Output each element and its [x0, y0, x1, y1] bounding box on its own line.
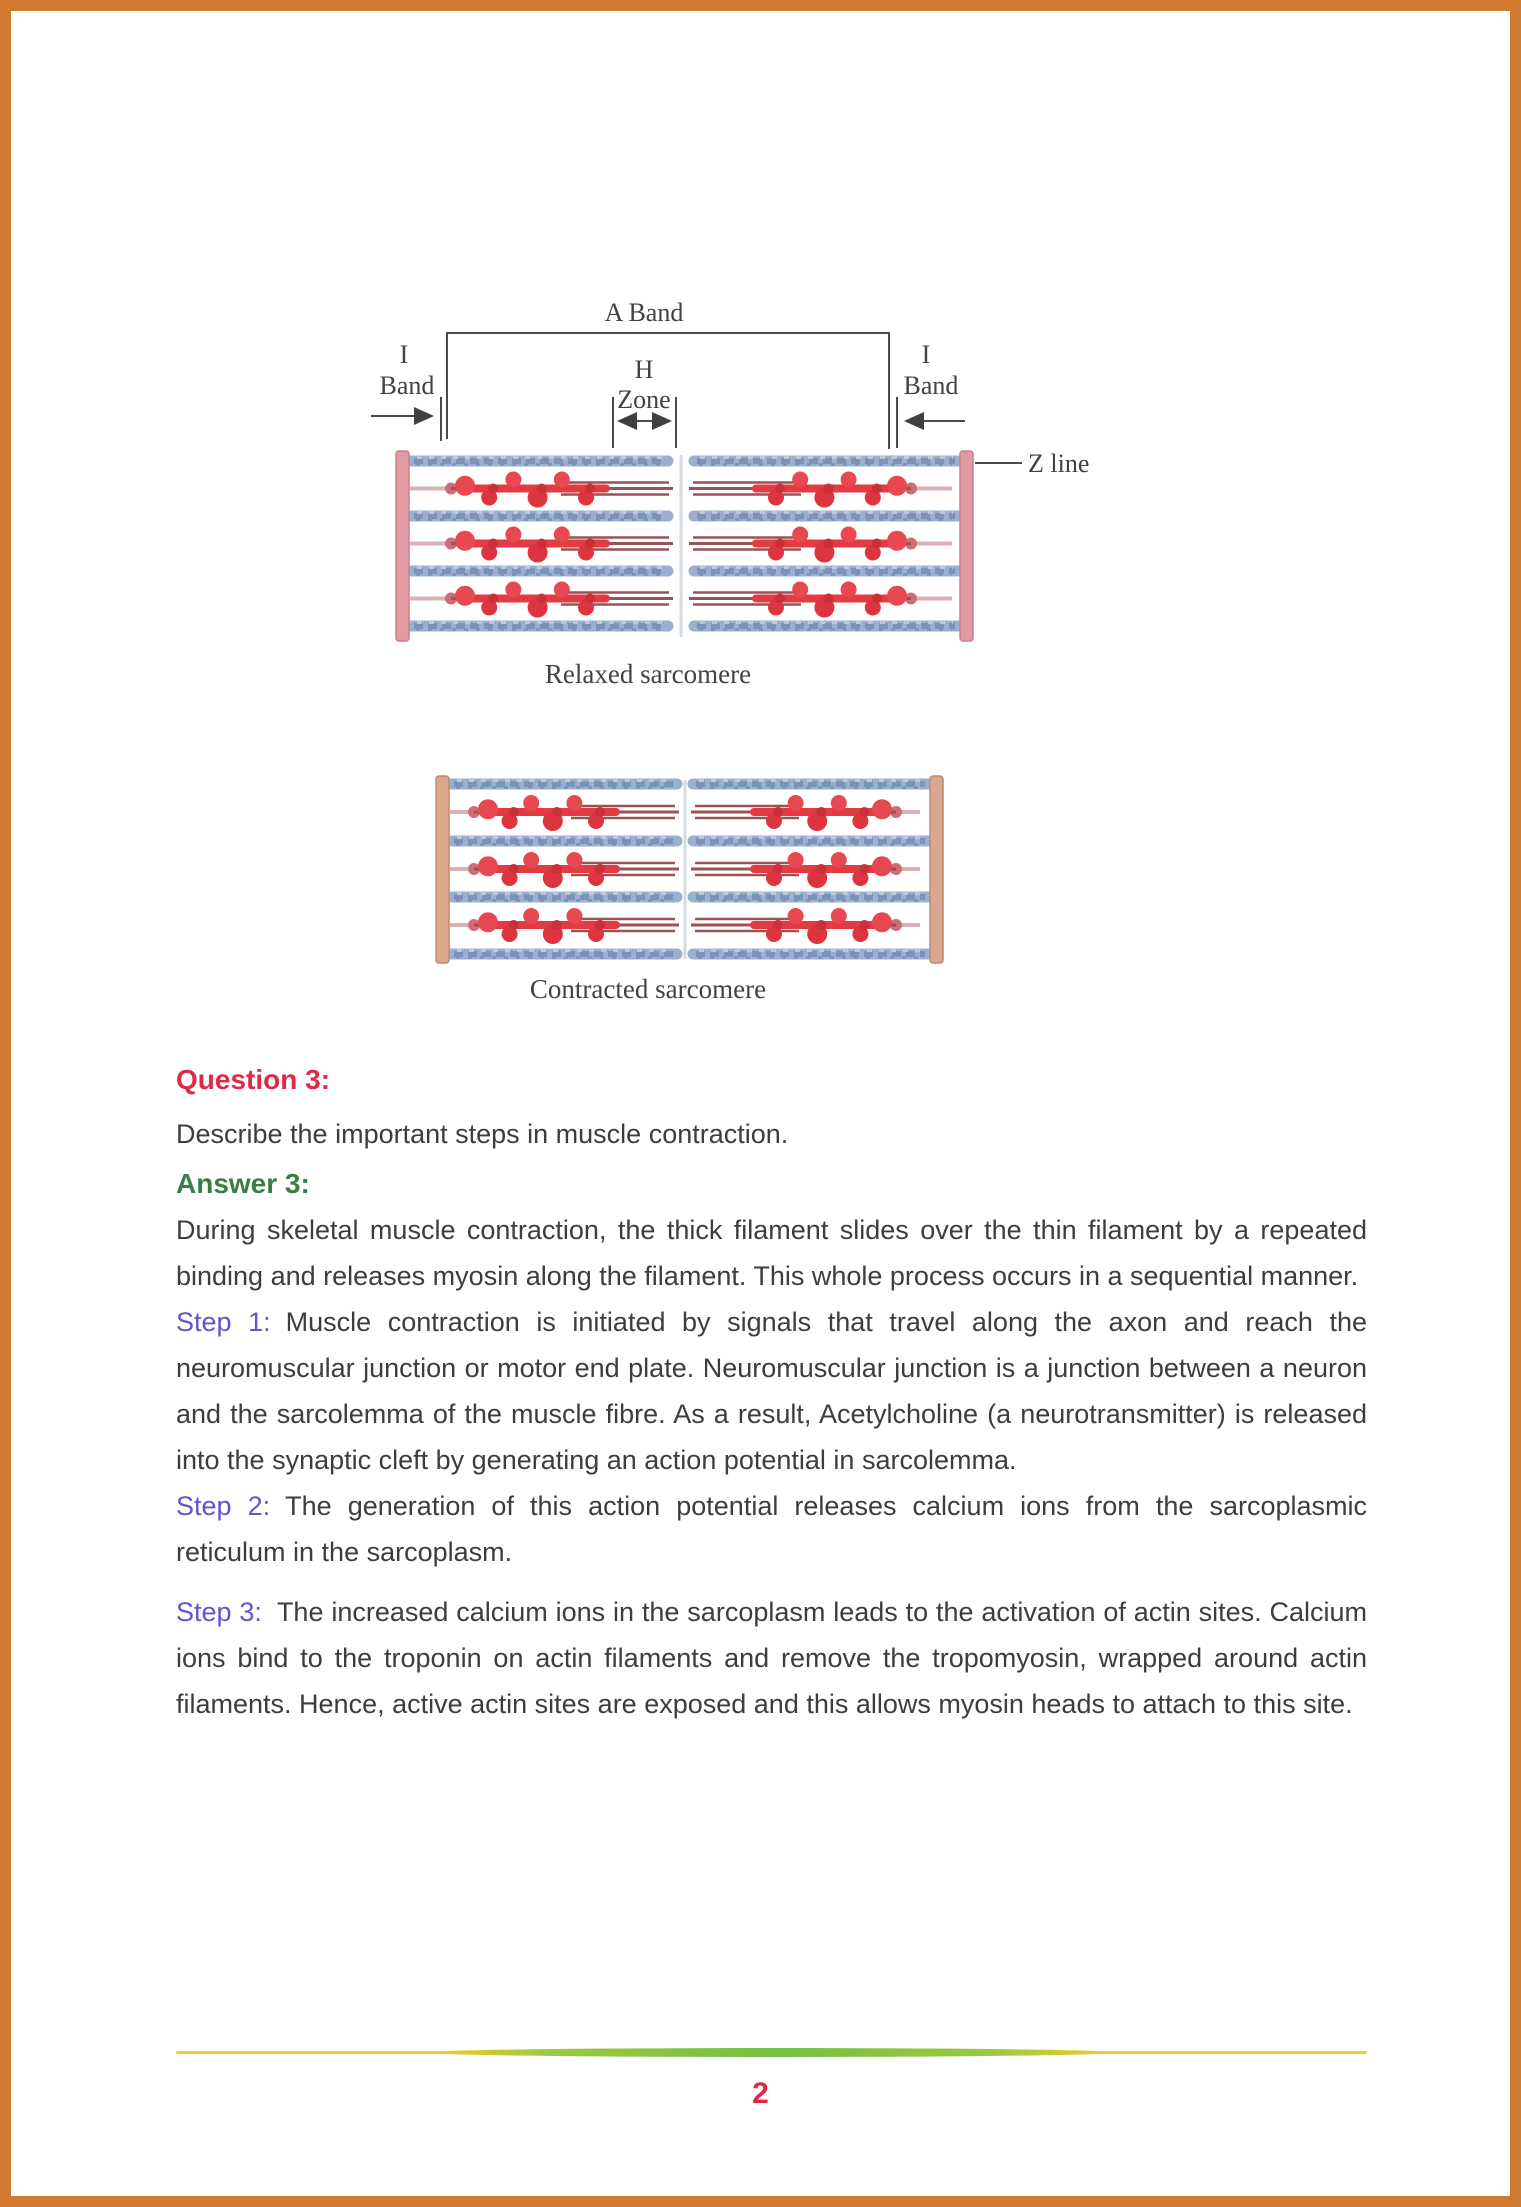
answer-step-1: Step 1:Muscle contraction is initiated b… [176, 1299, 1367, 1483]
z-line-label: Z line [1028, 449, 1089, 478]
i-band-left-label: Band [380, 371, 435, 400]
question-answer-block: Question 3: Describe the important steps… [176, 1063, 1367, 1727]
step-1-text: Muscle contraction is initiated by signa… [176, 1307, 1367, 1475]
step-2-text: The generation of this action potential … [176, 1491, 1367, 1567]
step-1-label: Step 1: [176, 1307, 271, 1337]
i-band-right-label-top: I [922, 340, 931, 369]
divider-green-lens [426, 2048, 1117, 2057]
a-band-label: A Band [605, 298, 684, 327]
question-heading: Question 3: [176, 1064, 331, 1095]
contracted-sarcomere-graphic [435, 775, 944, 964]
h-zone-label: Zone [617, 385, 670, 414]
footer-divider [176, 2048, 1367, 2057]
i-band-left-label-top: I [400, 340, 409, 369]
answer-heading: Answer 3: [176, 1168, 310, 1199]
answer-step-2: Step 2:The generation of this action pot… [176, 1483, 1367, 1575]
step-3-text: The increased calcium ions in the sarcop… [176, 1597, 1368, 1719]
i-band-right-label: Band [904, 371, 959, 400]
page-number: 2 [752, 2077, 769, 2110]
answer-intro: During skeletal muscle contraction, the … [176, 1215, 1367, 1291]
question-text: Describe the important steps in muscle c… [176, 1119, 789, 1149]
step-3-label: Step 3: [176, 1597, 262, 1627]
band-annotations: A Band I Band H Zone I Band Z line [371, 298, 1089, 478]
a-band-bracket [446, 332, 890, 449]
step-2-label: Step 2: [176, 1491, 271, 1521]
contracted-caption: Contracted sarcomere [530, 974, 766, 1004]
relaxed-caption: Relaxed sarcomere [545, 659, 751, 689]
answer-step-3: Step 3:The increased calcium ions in the… [176, 1589, 1367, 1727]
relaxed-sarcomere-graphic [395, 450, 974, 642]
sarcomere-diagram: A Band I Band H Zone I Band Z line [371, 298, 1089, 1004]
h-zone-label-top: H [635, 355, 654, 384]
